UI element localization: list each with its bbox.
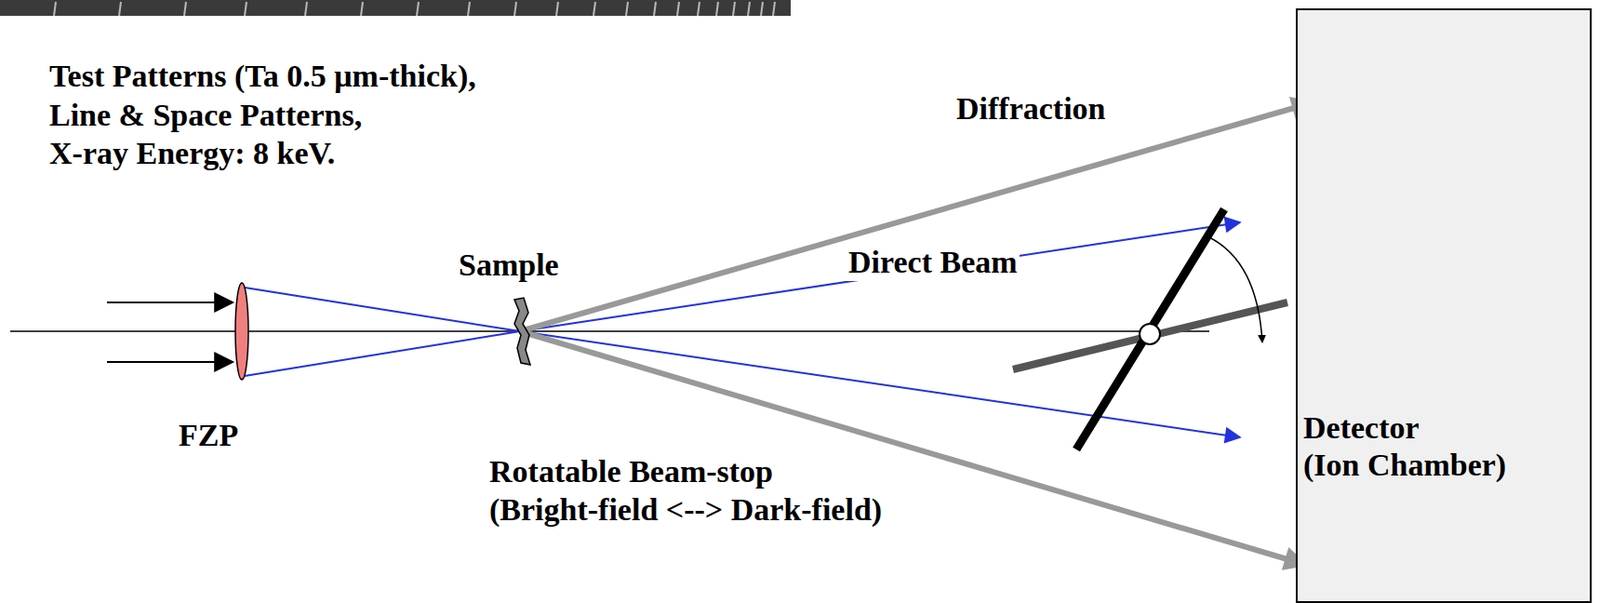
pattern-image [0,0,791,16]
beam-stop-brightfield [1076,209,1225,450]
note-text: Test Patterns (Ta 0.5 μm-thick), [49,57,477,95]
beam-label: Diffraction [954,90,1108,128]
diffraction-beam [520,102,1314,332]
zone-plate [235,282,249,380]
part-label: FZP [178,416,239,454]
optical-axis [10,330,1210,333]
part-label: Rotatable Beam-stop [487,453,775,491]
sample-shape [514,297,531,365]
pivot-circle [1139,323,1160,345]
diffraction-beam [520,331,1307,565]
incident-beam [106,360,233,363]
note-text: Line & Space Patterns, [49,96,362,134]
detector-label: (Ion Chamber) [1303,446,1507,484]
beam-stop-darkfield [1013,302,1288,370]
incident-beam [106,301,233,304]
beam-label: Direct Beam [846,243,1020,281]
detector-label: Detector [1303,409,1507,447]
direct-beam [244,222,1240,438]
part-label: Sample [456,246,561,284]
rotation-arrow [1207,236,1263,343]
part-label: (Bright-field <--> Dark-field) [487,491,884,529]
note-text: X-ray Energy: 8 keV. [49,134,335,173]
detector-box: Detector(Ion Chamber) [1295,8,1592,603]
